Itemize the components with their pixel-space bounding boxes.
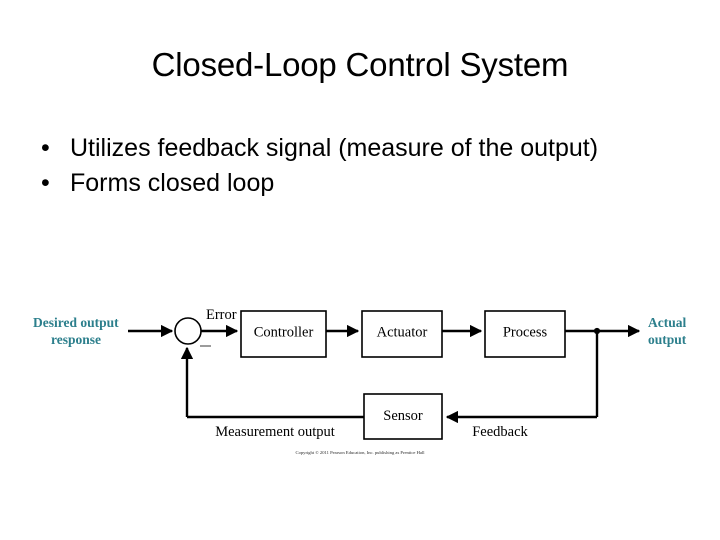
signal-label-feedback: Feedback xyxy=(472,424,528,440)
block-sensor xyxy=(363,393,443,440)
block-controller xyxy=(240,310,327,358)
bullet-list: • Utilizes feedback signal (measure of t… xyxy=(34,132,644,201)
list-item: • Utilizes feedback signal (measure of t… xyxy=(34,132,644,166)
signal-label-desired-output-response-line2: response xyxy=(51,332,101,347)
block-process xyxy=(484,310,566,358)
block-label-controller: Controller xyxy=(254,325,314,341)
list-item-label: Forms closed loop xyxy=(70,168,275,197)
bullet-marker: • xyxy=(41,168,50,197)
copyright-notice: Copyright © 2011 Pearson Education, Inc.… xyxy=(296,450,426,456)
block-label-process: Process xyxy=(503,325,548,341)
list-item: • Forms closed loop xyxy=(34,167,644,201)
block-label-actuator: Actuator xyxy=(377,325,428,341)
block-actuator xyxy=(361,310,443,358)
block-label-sensor: Sensor xyxy=(383,408,423,424)
control-system-diagram: Desired output response Error Controller… xyxy=(0,286,720,476)
signal-label-error: Error xyxy=(206,307,237,323)
summing-junction xyxy=(174,317,202,345)
signal-label-actual-output: Actual xyxy=(648,315,686,330)
signal-label-desired-output-response: Desired output xyxy=(33,315,119,330)
signal-label-measurement-output: Measurement output xyxy=(215,424,335,440)
bullet-marker: • xyxy=(41,134,50,162)
signal-label-actual-output-line2: output xyxy=(648,332,687,347)
list-item-label: Utilizes feedback signal (measure of the… xyxy=(70,134,599,162)
page-title: Closed-Loop Control System xyxy=(151,46,569,83)
